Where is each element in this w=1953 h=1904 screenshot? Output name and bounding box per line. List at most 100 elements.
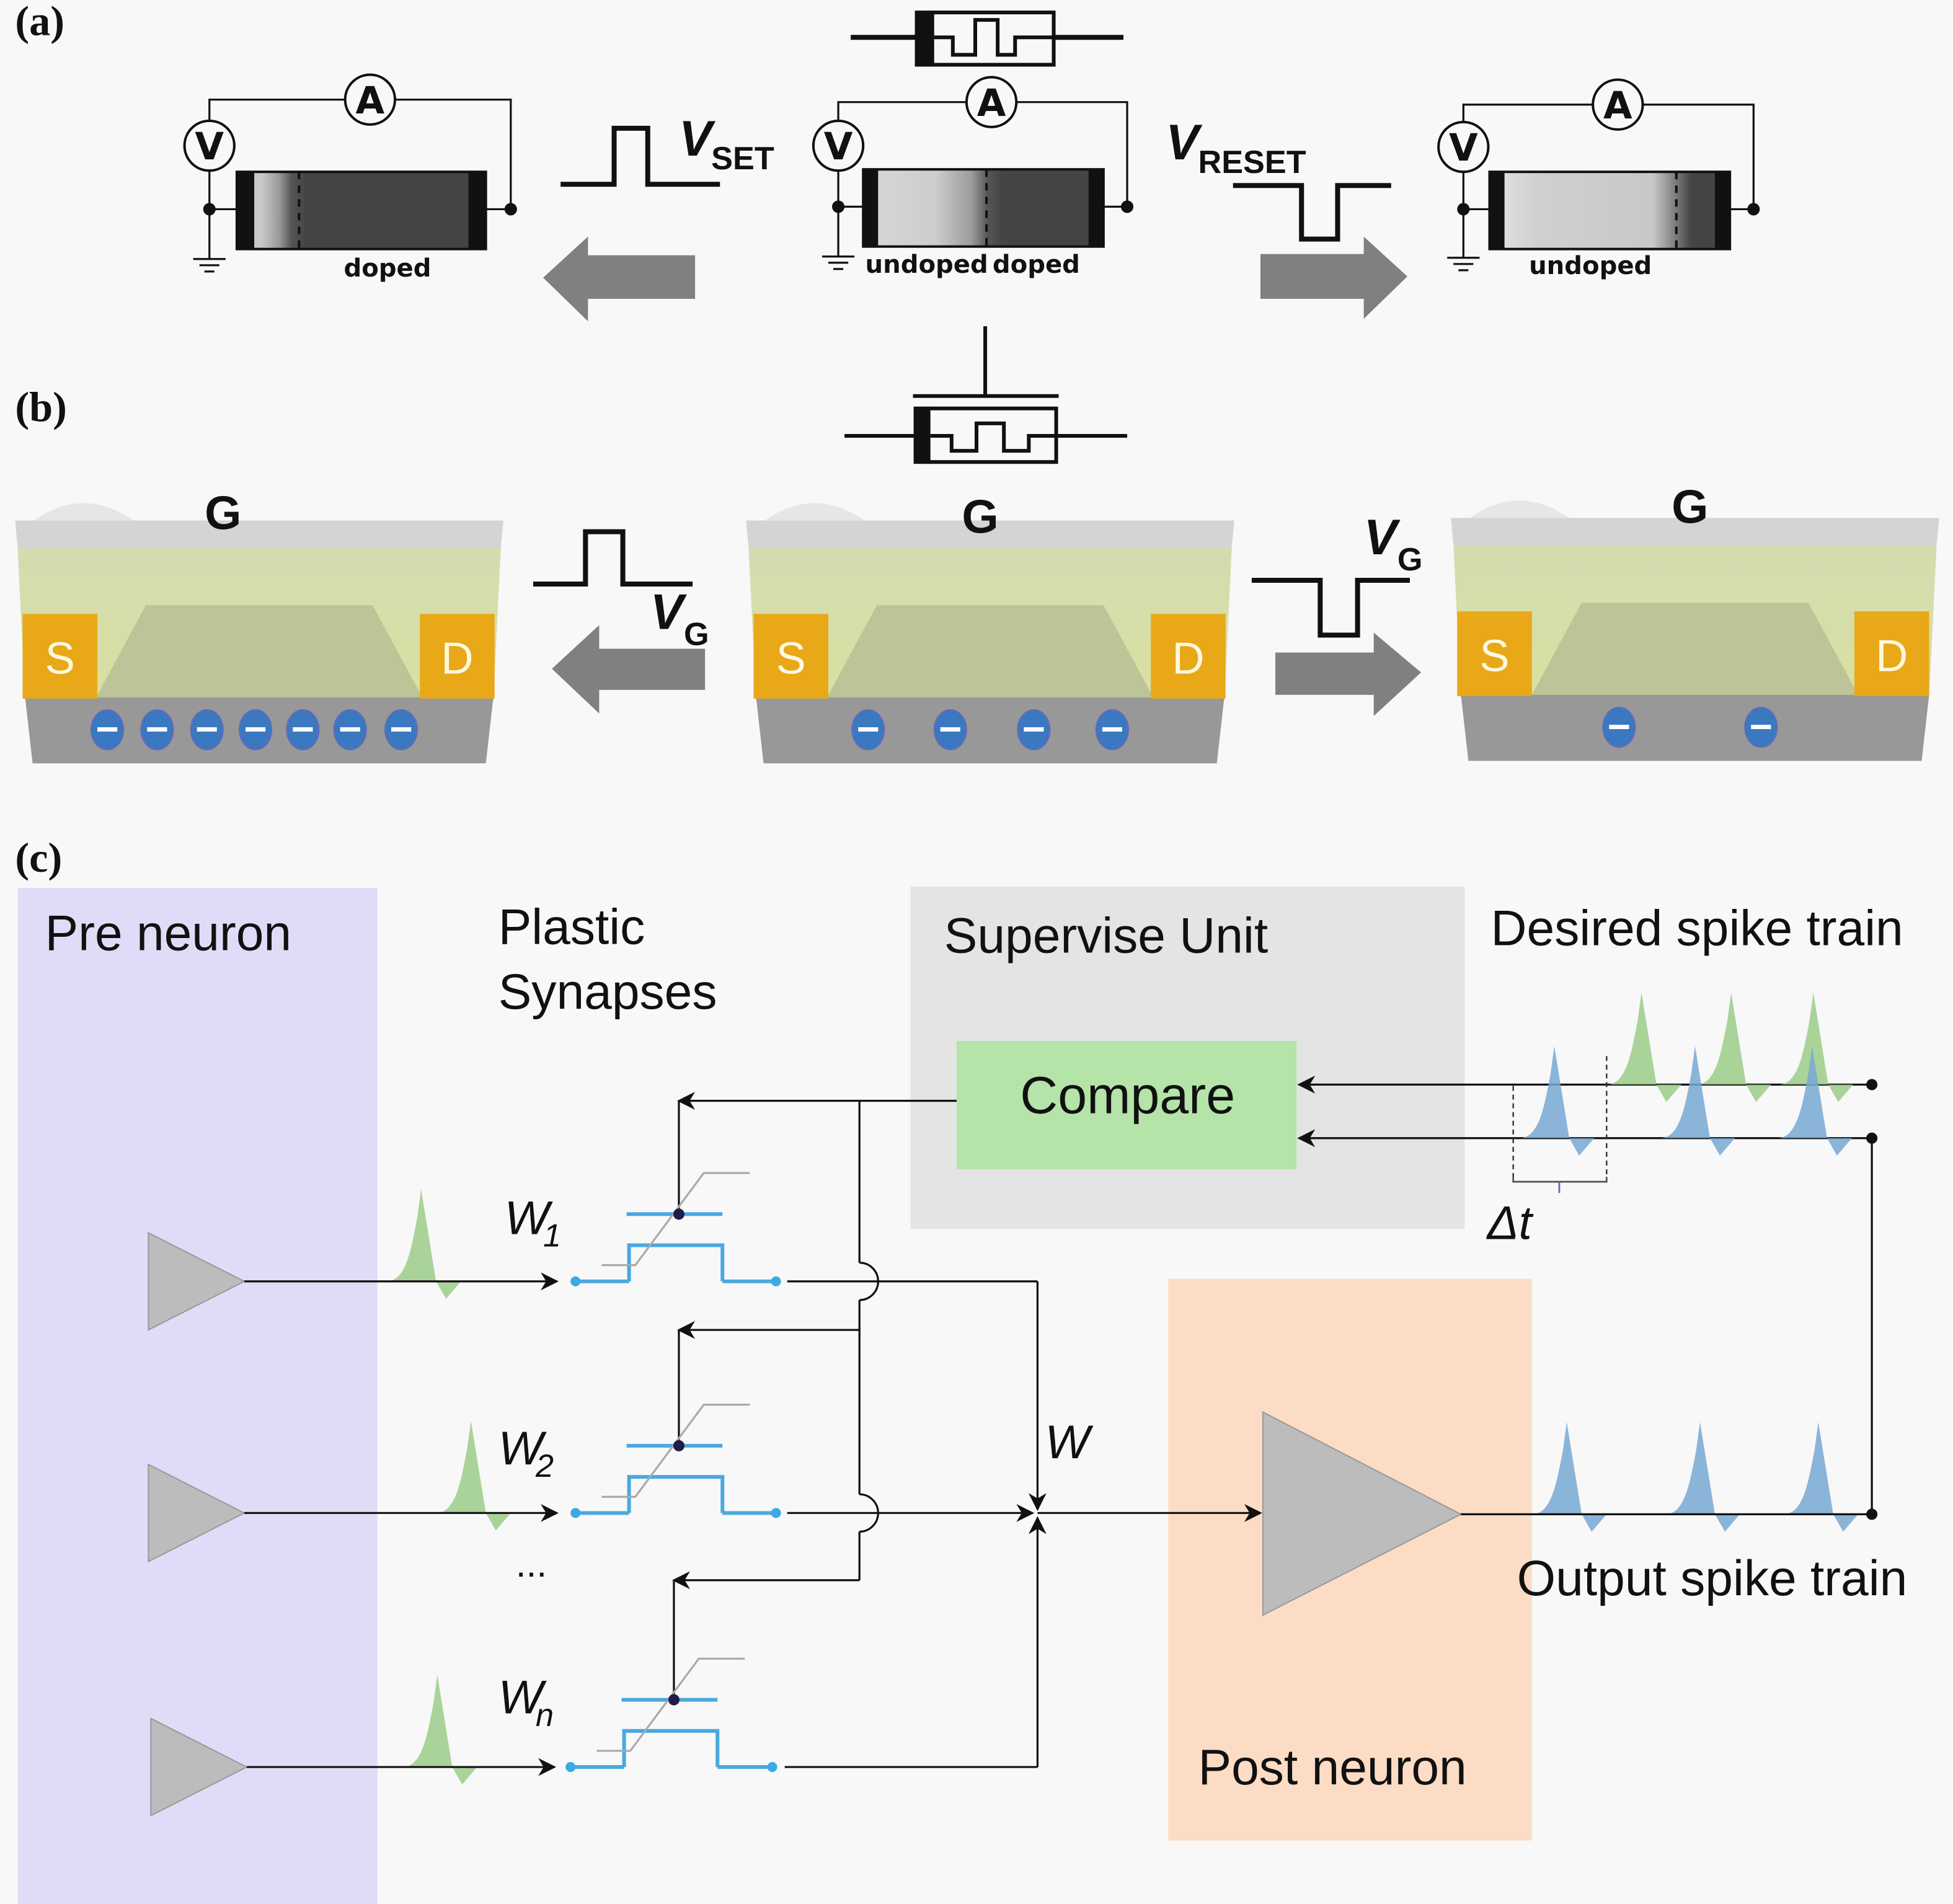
sum-weight-label: W [1045, 1416, 1094, 1469]
terminal-dot [767, 1762, 777, 1773]
weight-1-label: W [505, 1192, 554, 1244]
terminal-dot [771, 1508, 781, 1518]
panel-b-label: (b) [15, 383, 66, 430]
weight-2-sub: 2 [535, 1448, 554, 1484]
memristor-symbol-a [851, 11, 1124, 67]
compare-label: Compare [1020, 1066, 1235, 1125]
spike-group [386, 992, 1859, 1785]
electron-icon [384, 709, 418, 751]
output-spike-3 [1783, 1422, 1859, 1532]
svg-text:V: V [1364, 510, 1401, 565]
post-neuron-title: Post neuron [1198, 1740, 1467, 1796]
source-label: S [776, 634, 806, 684]
delta-t-label: Δt [1486, 1197, 1533, 1249]
drain-label: D [1172, 634, 1204, 684]
terminal-dot [565, 1762, 576, 1773]
svg-text:V: V [195, 125, 224, 169]
svg-text:doped: doped [343, 254, 431, 283]
terminal-dot [570, 1276, 581, 1286]
gated-memristor-symbol [844, 326, 1128, 464]
drain-contact [1151, 614, 1226, 699]
plastic-synapse-2 [570, 1403, 781, 1518]
svg-text:V: V [679, 111, 716, 167]
vg-pulse-left: V G [533, 529, 709, 652]
gate-label: G [962, 491, 998, 544]
left-arrow-icon [552, 625, 706, 714]
weight-n-label: W [498, 1672, 547, 1724]
gate-node [668, 1694, 680, 1706]
drain-label: D [1876, 632, 1908, 681]
desired-spike-2 [1696, 992, 1771, 1102]
source-label: S [45, 634, 75, 684]
svg-text:undoped: undoped [1529, 252, 1652, 280]
desired-spike-train-title: Desired spike train [1491, 900, 1903, 956]
ground-icon [1447, 257, 1480, 272]
source-contact [1457, 611, 1532, 696]
electron-icon [333, 709, 367, 751]
channel-region [826, 605, 1154, 697]
svg-text:A: A [977, 82, 1006, 125]
svg-text:G: G [684, 616, 709, 652]
memristor-device-doped: A V doped [183, 73, 517, 283]
transistor-2: S D G [746, 491, 1234, 764]
input-spike-n [402, 1675, 477, 1785]
electron-icon [1017, 709, 1051, 751]
substrate [756, 697, 1224, 764]
substrate [1461, 694, 1929, 761]
gate-node [673, 1440, 685, 1451]
actual-spike-2 [1660, 1046, 1735, 1156]
electron-icon [90, 709, 125, 751]
svg-text:A: A [1603, 84, 1632, 128]
electron-icon [1602, 706, 1636, 748]
svg-text:V: V [1166, 115, 1203, 170]
svg-text:doped: doped [993, 250, 1080, 279]
svg-text:G: G [1397, 542, 1423, 578]
pre-neuron-n-icon [150, 1717, 249, 1817]
gate-electrode [1451, 518, 1939, 546]
summation-wiring [784, 1280, 1878, 1768]
reset-pulse: V RESET [1166, 115, 1391, 242]
plastic-synapse-3 [565, 1657, 777, 1773]
left-arrow-icon [543, 236, 696, 322]
ellipsis: ... [516, 1543, 547, 1585]
weight-2-label: W [498, 1422, 547, 1475]
panel-a-label: (a) [15, 0, 64, 44]
svg-text:V: V [650, 584, 688, 640]
pre-neuron-title: Pre neuron [45, 905, 291, 961]
electron-icon [851, 709, 885, 751]
electron-icon [1744, 706, 1778, 748]
svg-text:A: A [356, 79, 385, 123]
channel-region [1531, 603, 1859, 695]
ground-icon [193, 258, 226, 273]
output-spike-2 [1665, 1422, 1740, 1532]
desired-spike-3 [1778, 992, 1853, 1102]
input-lines [244, 1272, 559, 1776]
source-contact [753, 614, 828, 699]
source-contact [22, 614, 97, 699]
feedback-wiring [672, 1092, 957, 1700]
ammeter-icon [965, 76, 1018, 128]
ground-icon [822, 255, 855, 270]
channel-region [95, 605, 423, 697]
right-arrow-icon [1260, 236, 1407, 319]
gate-label: G [205, 487, 241, 540]
right-arrow-icon [1275, 632, 1422, 716]
weight-1-sub: 1 [543, 1218, 561, 1254]
output-spike-train-title: Output spike train [1517, 1551, 1908, 1606]
gate-electrode [746, 520, 1234, 548]
plastic-synapses-title-1: Plastic [498, 899, 645, 955]
synapse-group [565, 1172, 781, 1773]
memristor-device-undoped: A V undoped [1437, 78, 1760, 280]
set-pulse: V SET [560, 111, 774, 187]
electron-icon [286, 709, 320, 751]
desired-spike-1 [1606, 992, 1681, 1102]
svg-text:RESET: RESET [1198, 144, 1306, 180]
svg-text:V: V [824, 125, 853, 169]
supervise-unit-title: Supervise Unit [944, 908, 1268, 964]
gate-electrode [15, 520, 503, 548]
